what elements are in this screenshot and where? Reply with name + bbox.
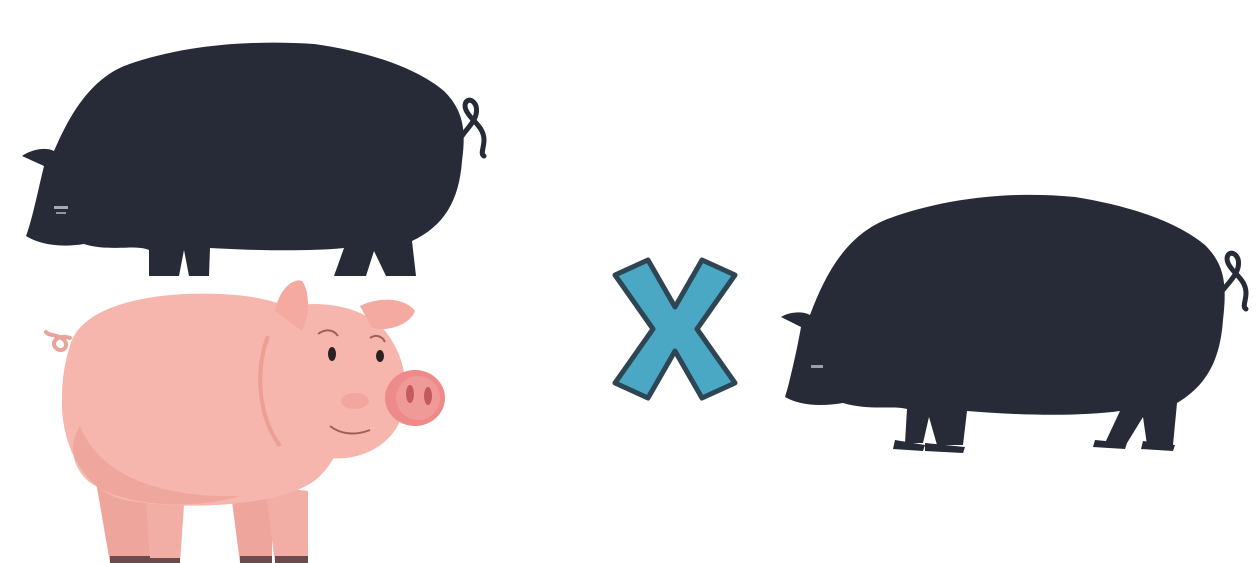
dark-pig-silhouette-icon	[775, 185, 1259, 455]
pig-pink	[40, 276, 450, 563]
cross-icon	[610, 255, 740, 403]
cross	[610, 255, 740, 403]
pig-silhouette-right	[775, 185, 1259, 455]
pig-silhouette-top	[14, 36, 494, 276]
pink-pig-icon	[40, 276, 450, 563]
dark-pig-silhouette-icon	[14, 36, 494, 276]
